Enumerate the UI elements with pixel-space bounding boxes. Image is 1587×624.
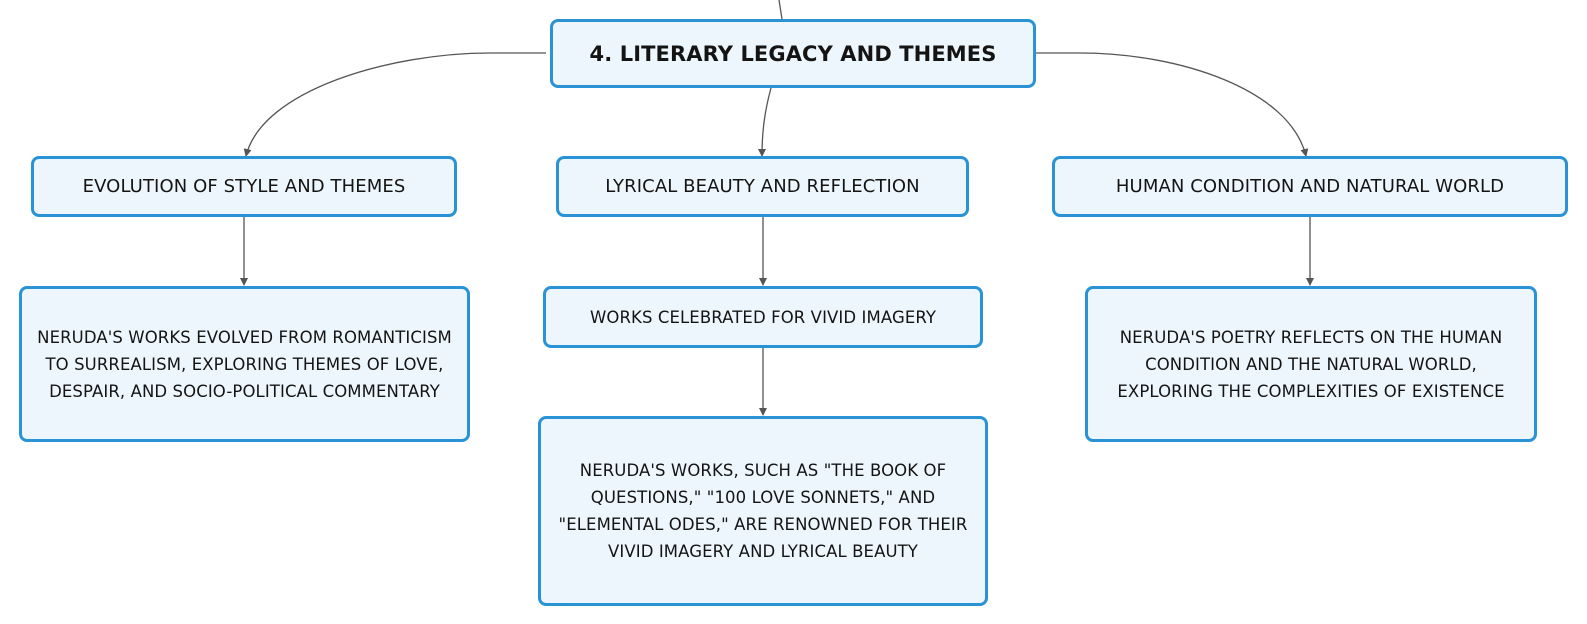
connector-root-to-evolution [243,52,546,157]
leaf-node-works-celebrated[interactable]: WORKS CELEBRATED FOR VIVID IMAGERY [543,286,983,348]
branch-node-human[interactable]: HUMAN CONDITION AND NATURAL WORLD [1052,156,1568,217]
leaf-node-human[interactable]: NERUDA'S POETRY REFLECTS ON THE HUMAN CO… [1085,286,1537,442]
branch-node-label: EVOLUTION OF STYLE AND THEMES [82,176,406,197]
leaf-node-text: NERUDA'S WORKS, SUCH AS "THE BOOK OF QUE… [558,461,968,561]
leaf-node-lyrical-detail[interactable]: NERUDA'S WORKS, SUCH AS "THE BOOK OF QUE… [538,416,988,606]
branch-node-lyrical[interactable]: LYRICAL BEAUTY AND REFLECTION [556,156,969,217]
root-node[interactable]: 4. LITERARY LEGACY AND THEMES [550,19,1036,88]
root-node-label: 4. LITERARY LEGACY AND THEMES [589,41,997,66]
leaf-node-evolution[interactable]: NERUDA'S WORKS EVOLVED FROM ROMANTICISM … [19,286,470,442]
connector-incoming-root [778,0,783,20]
connector-root-to-human [1036,52,1309,157]
branch-node-label: HUMAN CONDITION AND NATURAL WORLD [1115,176,1505,197]
leaf-node-text: WORKS CELEBRATED FOR VIVID IMAGERY [589,307,937,327]
leaf-node-text: NERUDA'S POETRY REFLECTS ON THE HUMAN CO… [1117,327,1505,401]
leaf-node-text: NERUDA'S WORKS EVOLVED FROM ROMANTICISM … [37,327,452,401]
connector-root-to-lyrical [758,87,772,157]
branch-node-evolution[interactable]: EVOLUTION OF STYLE AND THEMES [31,156,457,217]
branch-node-label: LYRICAL BEAUTY AND REFLECTION [605,176,920,197]
